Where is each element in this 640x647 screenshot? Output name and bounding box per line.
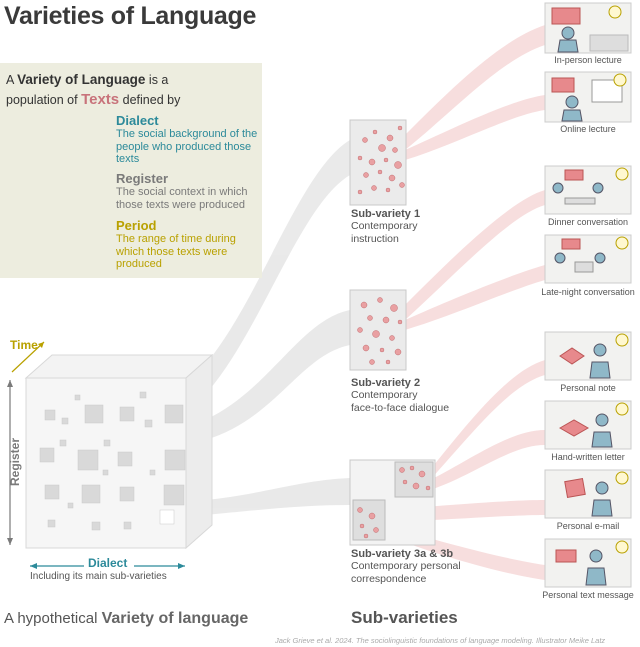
grey-flows (205, 140, 350, 515)
dialect-heading: Dialect (116, 113, 159, 128)
period-description: The range of time during which those tex… (116, 233, 236, 270)
intro-c: defined by (122, 93, 181, 107)
footer-left-prefix: A hypothetical (4, 610, 98, 627)
scene-personal-note (544, 331, 632, 381)
register-description: The social context in which those texts … (116, 186, 248, 211)
register-axis-label: Register (8, 437, 23, 487)
register-heading: Register (116, 171, 169, 186)
scene-illustrations (544, 2, 632, 588)
scene-dinner-conversation (544, 165, 632, 215)
scene-caption: Late-night conversation (541, 287, 635, 297)
subvariety-desc: face-to-face dialogue (351, 401, 450, 414)
page-title: Varieties of Language (4, 2, 257, 30)
scene-caption: Personal e-mail (556, 521, 620, 531)
scene-caption: Hand-written letter (551, 452, 625, 462)
intro-b: is a population of (6, 73, 169, 107)
scene-caption: Personal note (560, 383, 616, 393)
footer-right: Sub-varieties (351, 608, 458, 627)
cube-caption: Including its main sub-varieties (30, 571, 167, 582)
period-heading: Period (116, 218, 157, 233)
time-axis-label: Time (10, 338, 38, 352)
subvariety-desc: Contemporary (351, 220, 418, 232)
subvariety-1-label: Sub-variety 1 Contemporary instruction (351, 208, 420, 245)
subvariety-desc: instruction (351, 232, 399, 245)
intro-term: Variety of Language (17, 72, 146, 87)
scene-hand-written-letter (544, 400, 632, 450)
subvariety-desc: Contemporary personal (351, 560, 461, 572)
subvariety-desc: Contemporary (351, 389, 418, 401)
subvariety-boxes (349, 119, 436, 546)
subvariety-3-label: Sub-variety 3a & 3b Contemporary persona… (351, 548, 461, 585)
intro-a: A (6, 73, 14, 87)
credit-line: Jack Grieve et al. 2024. The sociolingui… (275, 636, 606, 645)
scene-late-night-conversation (544, 234, 632, 284)
definition-panel (0, 63, 262, 278)
scene-in-person-lecture (544, 2, 632, 54)
subvariety-title: Sub-variety 3a & 3b (351, 548, 454, 560)
pink-flows (385, 25, 545, 580)
scene-caption: Personal text message (542, 590, 634, 600)
scene-caption: Online lecture (560, 124, 616, 134)
scene-personal-text-message (544, 538, 632, 588)
subvariety-title: Sub-variety 2 (351, 377, 421, 389)
intro-texts: Texts (81, 91, 120, 108)
footer-left-bold: Variety of language (101, 610, 249, 627)
subvariety-desc: correspondence (351, 572, 427, 585)
subvariety-2-label: Sub-variety 2 Contemporary face-to-face … (351, 377, 449, 414)
subvariety-title: Sub-variety 1 (351, 208, 421, 220)
scene-caption: In-person lecture (554, 55, 622, 65)
definition-intro: A Variety of Language is a population of… (6, 70, 186, 110)
scene-caption: Dinner conversation (547, 217, 629, 227)
scene-personal-email (544, 469, 632, 519)
footer-left: A hypothetical Variety of language (4, 610, 248, 628)
dialect-description: The social background of the people who … (116, 128, 258, 165)
text-dots (357, 125, 431, 539)
scene-online-lecture (544, 71, 632, 123)
variety-cube (7, 341, 214, 569)
dialect-axis-label: Dialect (88, 556, 128, 570)
